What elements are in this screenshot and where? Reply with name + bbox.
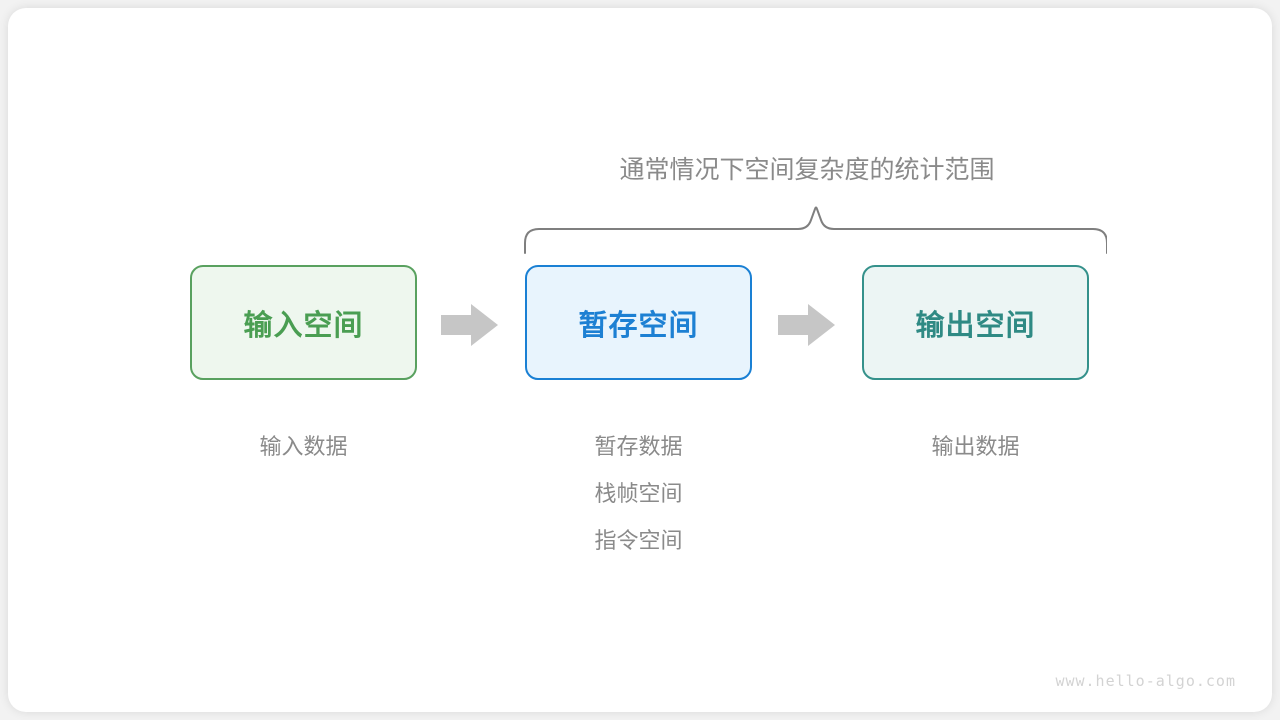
arrow-input-to-temp [441,304,498,346]
scope-caption-suffix: 的统计范围 [869,156,995,184]
scope-brace [517,199,1108,261]
labels-input-space: 输入数据 [190,423,417,470]
arrow-right-icon [441,304,498,346]
box-temp-space[interactable]: 暂存空间 [525,265,752,380]
box-temp-space-label: 暂存空间 [578,309,699,342]
label-instruction-space: 指令空间 [594,528,683,553]
labels-output-space: 输出数据 [862,423,1089,470]
label-temp-data: 暂存数据 [594,434,683,459]
box-output-space[interactable]: 输出空间 [862,265,1089,380]
box-output-space-label: 输出空间 [915,309,1036,342]
arrow-temp-to-output [778,304,835,346]
diagram-card: 通常情况下空间复杂度的统计范围 输入空间 暂存空间 输出空间 [8,8,1272,712]
watermark: www.hello-algo.com [1055,672,1236,690]
curly-brace-up-icon [524,206,1108,254]
box-input-space-label: 输入空间 [243,309,364,342]
labels-temp-space: 暂存数据 栈帧空间 指令空间 [525,423,752,564]
scope-caption-prefix: 通常情况下 [619,156,745,184]
label-input-data: 输入数据 [259,434,348,459]
label-output-data: 输出数据 [931,434,1020,459]
label-stack-frame-space: 栈帧空间 [594,481,683,506]
scope-caption-emphasis: 空间复杂度 [744,156,870,184]
scope-caption: 通常情况下空间复杂度的统计范围 [619,152,994,188]
box-input-space[interactable]: 输入空间 [190,265,417,380]
arrow-right-icon [778,304,835,346]
